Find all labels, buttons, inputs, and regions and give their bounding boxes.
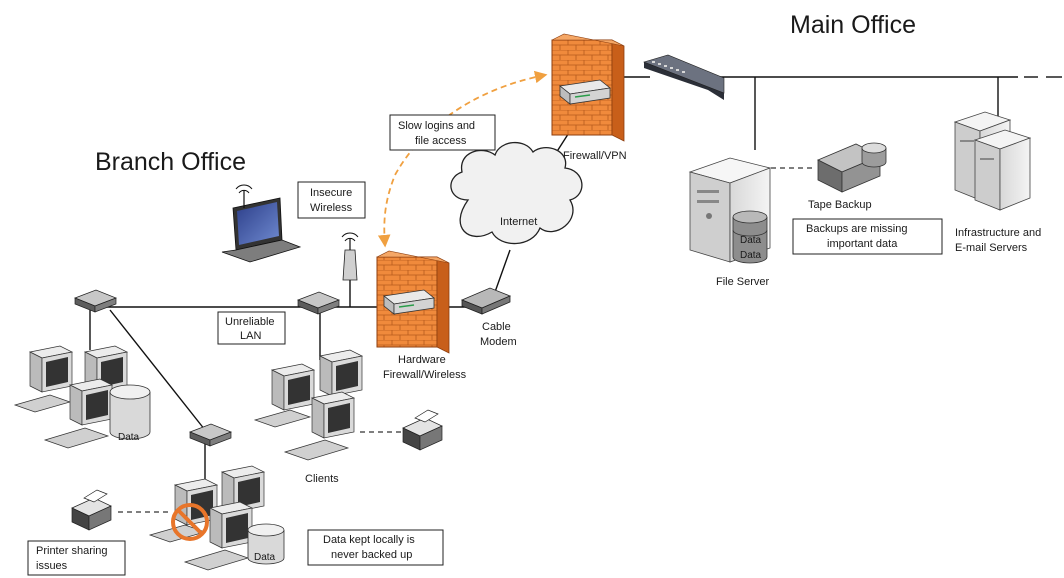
hardware-firewall-icon [376,250,450,354]
backups-callout: Backups are missing important data [792,218,943,255]
left-computers-icon [13,345,129,449]
svg-text:Insecure: Insecure [310,187,352,199]
slow-access-arrow [377,70,548,248]
svg-text:Data kept locally is: Data kept locally is [323,534,415,546]
laptop-icon [221,184,302,263]
main-switch-icon [643,54,725,100]
tape-backup-label: Tape Backup [808,199,872,211]
unreliable-lan-callout: Unreliable LAN [217,311,286,345]
prohibited-icon [171,503,209,541]
svg-text:never backed up: never backed up [331,549,412,561]
svg-text:file access: file access [415,135,467,147]
left-data-store-icon: Data [109,384,151,443]
svg-text:important data: important data [827,238,898,250]
hardware-firewall-label-line1: Hardware [398,354,446,366]
branch-office-title: Branch Office [95,148,246,176]
firewall-vpn-label: Firewall/VPN [563,150,627,162]
insecure-wireless-callout: Insecure Wireless [297,181,366,219]
svg-text:issues: issues [36,560,68,572]
hardware-firewall-label-line2: Firewall/Wireless [383,369,467,381]
wireless-antenna-icon [341,232,359,281]
infrastructure-label-line2: E-mail Servers [955,242,1028,254]
cable-modem-label-line1: Cable [482,321,511,333]
clients-printer-icon [402,409,443,451]
network-links [89,76,1062,513]
branch-switch-middle-icon [297,291,340,315]
main-office-title: Main Office [790,11,916,39]
bottom-data-label: Data [254,552,276,563]
svg-text:Slow logins and: Slow logins and [398,120,475,132]
file-server-label: File Server [716,276,770,288]
clients-label: Clients [305,473,339,485]
file-server-data-icon: Data Data [732,210,768,264]
infrastructure-label-line1: Infrastructure and [955,227,1041,239]
printer-sharing-callout: Printer sharing issues [27,540,126,576]
branch-switch-lower-icon [189,423,232,447]
file-server-data-label-2: Data [740,250,762,261]
svg-text:Printer sharing: Printer sharing [36,545,108,557]
svg-text:LAN: LAN [240,330,261,342]
cable-modem-icon [460,287,512,315]
svg-text:Wireless: Wireless [310,202,353,214]
left-data-label: Data [118,432,140,443]
bottom-data-store-icon: Data [247,523,285,565]
left-printer-icon [71,489,112,531]
branch-switch-left-icon [74,289,117,313]
tape-backup-icon [817,142,887,193]
cable-modem-label-line2: Modem [480,336,517,348]
clients-computers-icon [253,349,364,461]
data-local-callout: Data kept locally is never backed up [307,529,444,566]
internet-label: Internet [500,216,537,228]
firewall-vpn-icon [551,33,625,142]
internet-cloud-icon [450,141,583,245]
infrastructure-servers-icon [953,111,1032,211]
svg-text:Unreliable: Unreliable [225,316,275,328]
svg-text:Backups are missing: Backups are missing [806,223,908,235]
file-server-data-label-1: Data [740,235,762,246]
slow-logins-callout: Slow logins and file access [389,114,496,151]
